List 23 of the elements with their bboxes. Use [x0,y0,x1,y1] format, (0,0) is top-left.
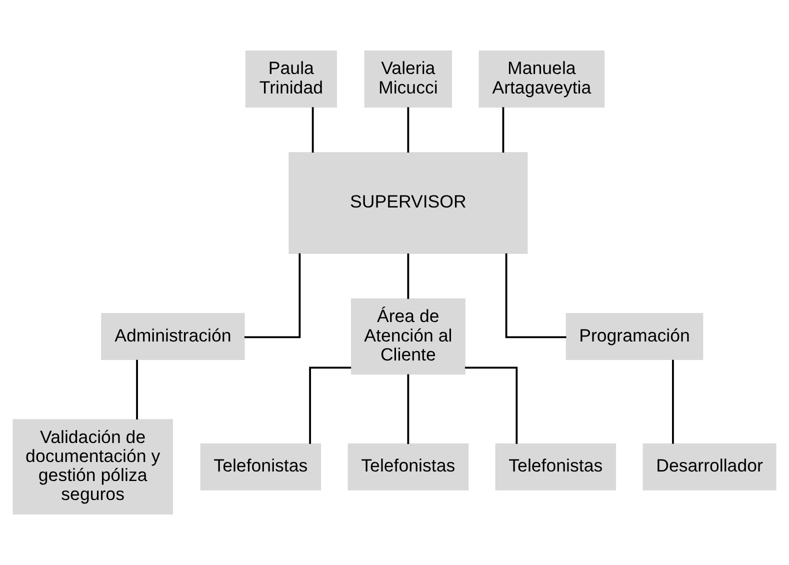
connector [505,253,566,338]
node-box: Telefonistas [348,443,469,490]
connector [464,366,518,444]
node-box: Área de Atención al Cliente [350,298,466,375]
connector [502,107,504,153]
node-box: Validación de documentación y gestión póliza seguros [12,419,173,515]
node-box: Desarrollador [642,443,776,490]
node-box: Telefonistas [495,443,616,490]
connector [672,360,674,444]
node-box: Valeria Micucci [364,50,452,108]
connector [136,360,138,420]
node-box: Manuela Artagaveytia [478,50,605,108]
connector [244,253,301,338]
node-box: Administración [101,313,245,360]
connector [407,254,410,299]
connector [407,374,410,444]
connector [312,107,314,153]
node-box: SUPERVISOR [288,152,528,254]
connector [407,107,410,153]
node-box: Programación [566,313,704,360]
node-box: Telefonistas [200,443,322,490]
node-box: Paula Trinidad [245,50,337,108]
connector [309,366,352,444]
